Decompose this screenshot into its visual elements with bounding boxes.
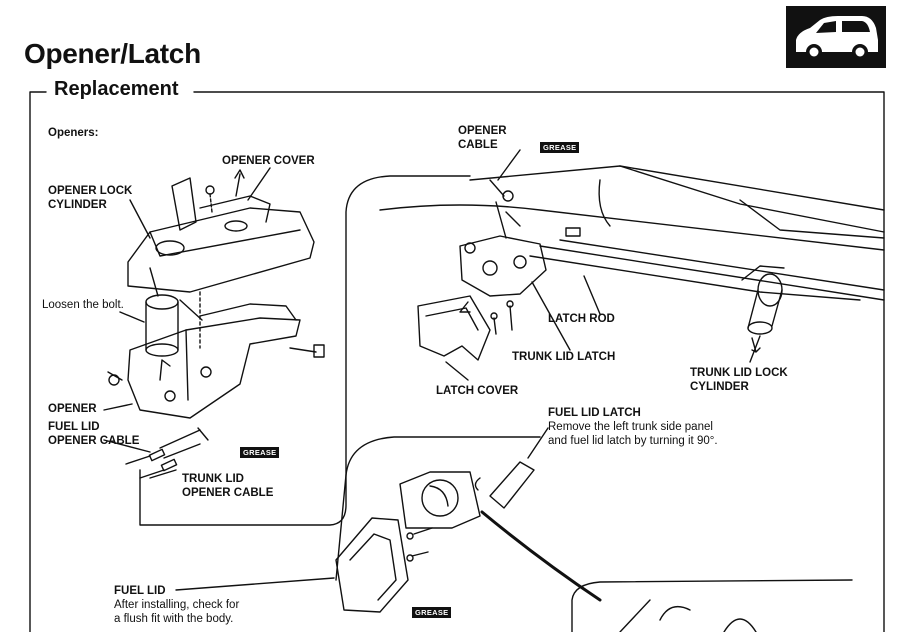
grease-label: GREASE [412,607,452,618]
label-trunk-lid-latch: TRUNK LID LATCH [512,351,616,363]
label-fuel-lid-latch: FUEL LID LATCH [548,407,641,419]
label-fuel-lid-opener-cable: FUEL LID OPENER CABLE [48,420,139,448]
grease-badge-left: GREASE [240,442,280,460]
section-heading: Replacement [50,78,183,101]
label-line: CABLE [458,139,498,151]
label-trunk-lid-lock-cylinder: TRUNK LID LOCK CYLINDER [690,366,788,394]
page-title: Opener/Latch [24,38,201,69]
note-fuel-lid: After installing, check for a flush fit … [114,598,239,626]
label-line: FUEL LID [48,421,100,433]
label-line: TRUNK LID LOCK [690,367,788,379]
grease-label: GREASE [240,447,280,458]
label-latch-cover: LATCH COVER [436,385,519,397]
label-trunk-lid-opener-cable: TRUNK LID OPENER CABLE [182,472,273,500]
label-latch-rod: LATCH ROD [548,313,615,325]
label-opener-lock-cylinder: OPENER LOCK CYLINDER [48,184,132,212]
note-line: and fuel lid latch by turning it 90°. [548,435,718,447]
note-line: Remove the left trunk side panel [548,421,713,433]
label-line: CYLINDER [48,199,107,211]
label-line: OPENER CABLE [182,487,274,499]
label-line: OPENER LOCK [48,185,133,197]
label-opener-cover: OPENER COVER [222,155,315,167]
label-line: OPENER CABLE [48,435,140,447]
note-line: After installing, check for [114,599,240,611]
label-line: OPENER [458,125,507,137]
note-fuel-lid-latch: Remove the left trunk side panel and fue… [548,420,718,448]
openers-subheading: Openers: [48,127,99,139]
grease-badge-top: GREASE [540,137,580,155]
label-opener: OPENER [48,403,97,415]
grease-badge-bottom: GREASE [412,602,452,620]
label-fuel-lid: FUEL LID [114,585,166,597]
label-line: TRUNK LID [182,473,244,485]
car-silhouette-icon [786,6,886,68]
note-line: a flush fit with the body. [114,613,234,625]
label-line: CYLINDER [690,381,749,393]
label-opener-cable: OPENER CABLE [458,124,507,152]
grease-label: GREASE [540,142,580,153]
note-loosen-bolt: Loosen the bolt. [42,299,124,311]
